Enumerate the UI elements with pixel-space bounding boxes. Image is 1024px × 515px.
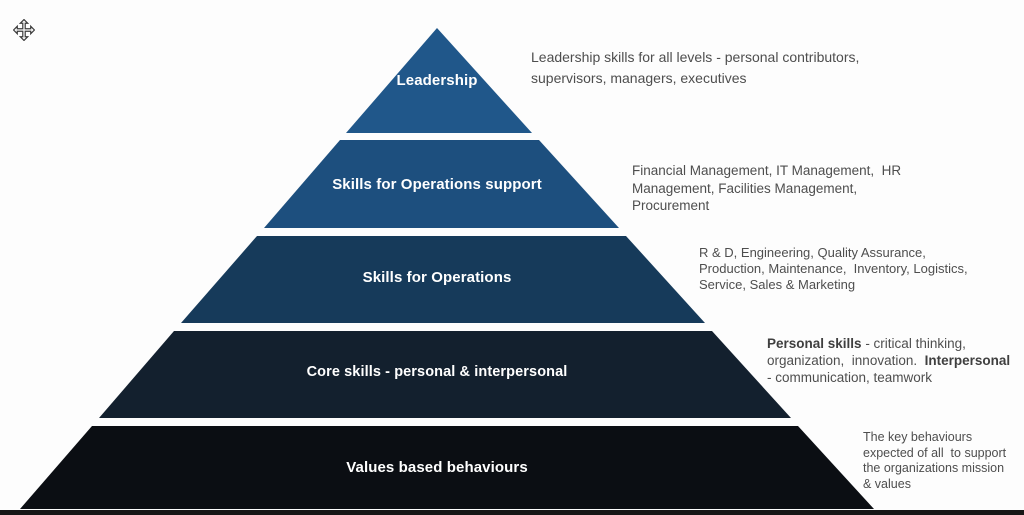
level-label-operations-support: Skills for Operations support: [332, 176, 542, 193]
level-label-core-skills: Core skills - personal & interpersonal: [306, 364, 568, 380]
pyramid-level-operations: [181, 236, 705, 323]
annotation-line: R & D, Engineering, Quality Assurance,: [699, 245, 926, 260]
annotation-leadership: Leadership skills for all levels - perso…: [531, 47, 859, 89]
annotation-line: expected of all to support: [863, 445, 1007, 460]
annotation-core-skills: Personal skills - critical thinking, org…: [767, 335, 1010, 386]
annotation-operations: R & D, Engineering, Quality Assurance, P…: [699, 245, 968, 293]
annotation-line: Production, Maintenance, Inventory, Logi…: [699, 261, 968, 276]
pyramid-level-values: [20, 426, 874, 509]
annotation-operations-support: Financial Management, IT Management, HR …: [632, 162, 901, 215]
annotation-line: Personal skills - critical thinking,: [767, 335, 1010, 352]
annotation-line: supervisors, managers, executives: [531, 70, 747, 86]
move-cursor-icon[interactable]: [12, 18, 36, 42]
bottom-edge-bar: [0, 510, 1024, 515]
annotation-line: The key behaviours: [863, 430, 973, 444]
pyramid-level-operations-support: [264, 140, 619, 228]
level-label-leadership: Leadership: [396, 72, 478, 89]
level-label-operations: Skills for Operations: [362, 269, 512, 286]
personal-skills-bold-text: Personal skills: [767, 336, 862, 351]
interpersonal-bold-text: Interpersonal: [924, 353, 1011, 368]
annotation-line: the organizations mission: [863, 461, 1005, 475]
annotation-line: organization, innovation. Interpersonal: [767, 352, 1010, 369]
annotation-line: Service, Sales & Marketing: [699, 277, 856, 292]
annotation-values: The key behaviours expected of all to su…: [863, 430, 1006, 492]
pyramid-level-core-skills: [99, 331, 791, 418]
annotation-line: - communication, teamwork: [767, 370, 933, 385]
annotation-text: organization, innovation.: [767, 353, 925, 368]
annotation-line: Financial Management, IT Management, HR: [632, 163, 902, 178]
annotation-line: & values: [863, 476, 911, 491]
move-cursor-icon-svg: [12, 18, 36, 42]
annotation-line: Procurement: [632, 198, 710, 213]
annotation-line: Management, Facilities Management,: [632, 180, 858, 196]
pyramid-level-leadership: [346, 28, 532, 133]
annotation-text: - critical thinking,: [861, 336, 966, 351]
annotation-line: Leadership skills for all levels - perso…: [531, 49, 860, 65]
level-label-values: Values based behaviours: [346, 459, 528, 476]
